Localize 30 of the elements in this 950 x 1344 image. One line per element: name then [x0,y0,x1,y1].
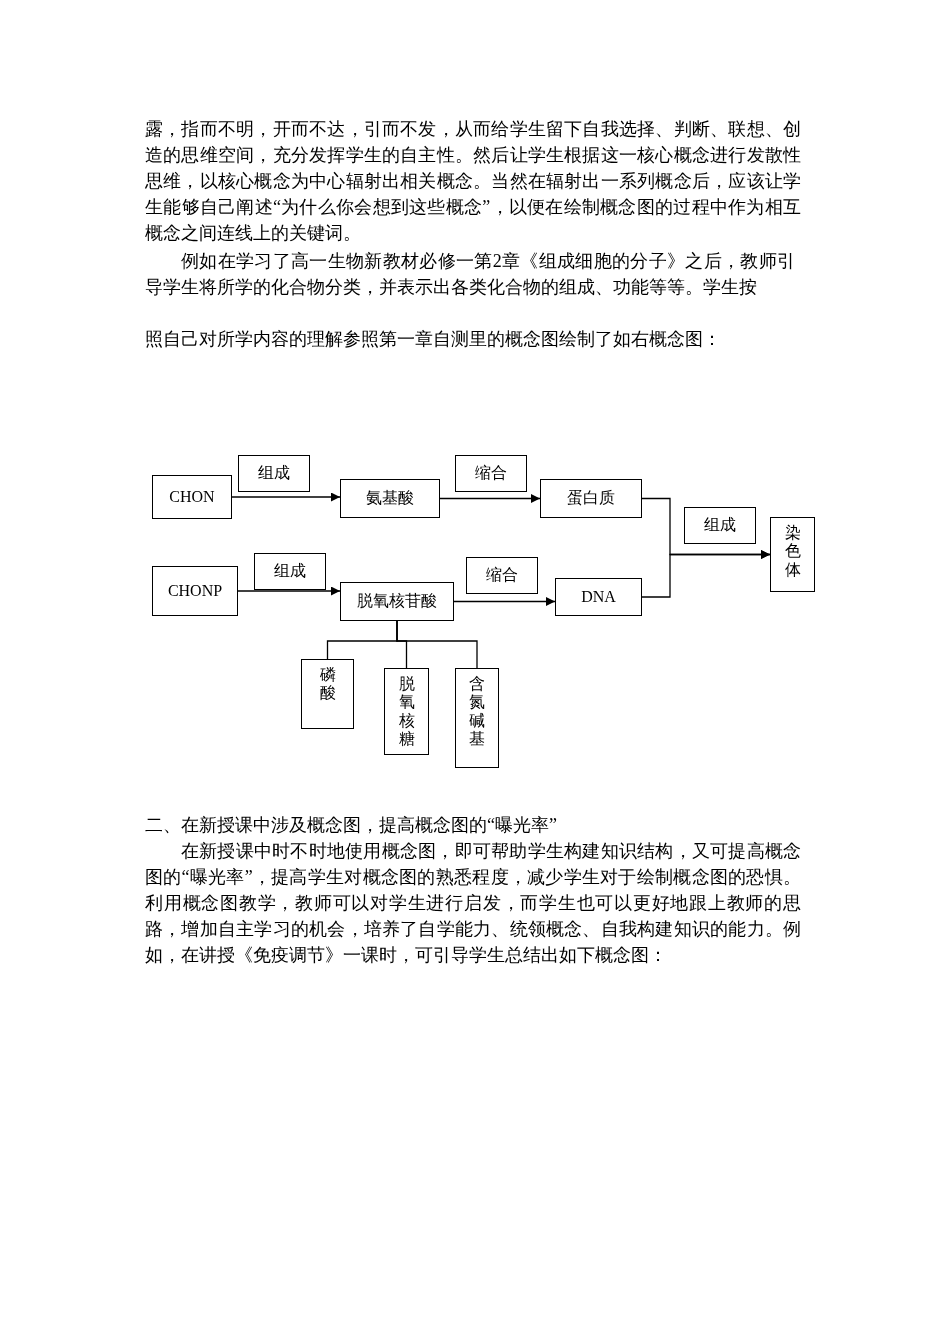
concept-box: CHON [152,475,232,519]
concept-box [384,668,429,755]
concept-box: 脱氧核苷酸 [340,582,454,621]
section-heading: 二、在新授课中涉及概念图，提高概念图的“曝光率” [145,814,558,837]
concept-box: 氨基酸 [340,479,440,518]
paragraph: 在新授课中时不时地使用概念图，即可帮助学生构建知识结构，又可提高概念图的“曝光率”，提高学生对概念图的熟悉程度，减少学生对于绘制概念图的恐惧。利用概念图教学，教师可以对学生进行启发，而学生也可以更好地跟上教师的思路，增加自主学习的机会，培养了自学能力、统领概念、自我构建知识的能力。例如，在讲授《免疫调节》一课时，可引导学生总结出如下概念图： [145,840,801,967]
concept-box: 蛋白质 [540,479,642,518]
concept-box: DNA [555,578,642,616]
connector-line [396,620,478,669]
arrow [237,586,341,596]
link-word-box: 缩合 [466,557,538,594]
concept-label: 脱氧核糖 [398,675,415,749]
concept-box [455,668,499,768]
paragraph: 例如在学习了高一生物新教材必修一第2章《组成细胞的分子》之后，教师引导学生将所学的化合物分类，并表示出各类化合物的组成、功能等等。学生按 [145,250,795,299]
concept-box [301,659,354,729]
link-word-box: 组成 [684,507,756,544]
link-word-box: 缩合 [455,455,527,492]
concept-box: CHONP [152,566,238,616]
arrow [453,597,556,606]
link-word-box: 组成 [254,553,326,590]
arrow [439,494,541,503]
concept-label: 含氮碱基 [468,675,486,749]
concept-label: 磷酸 [319,666,336,703]
concept-box [770,517,815,592]
arrow [641,550,771,598]
link-word-box: 组成 [238,455,310,492]
arrow [231,492,341,502]
paragraph: 照自己对所学内容的理解参照第一章自测里的概念图绘制了如右概念图： [145,328,722,351]
concept-label: 染色体 [784,524,801,580]
paragraph: 露，指而不明，开而不达，引而不发，从而给学生留下自我选择、判断、联想、创造的思维空间，充分发挥学生的自主性。然后让学生根据这一核心概念进行发散性思维，以核心概念为中心辐射出相关概念。当然在辐射出一系列概念后，应该让学生能够自己阐述“为什么你会想到这些概念”，以便在绘制概念图的过程中作为相互概念之间连线上的关键词。 [145,118,801,245]
